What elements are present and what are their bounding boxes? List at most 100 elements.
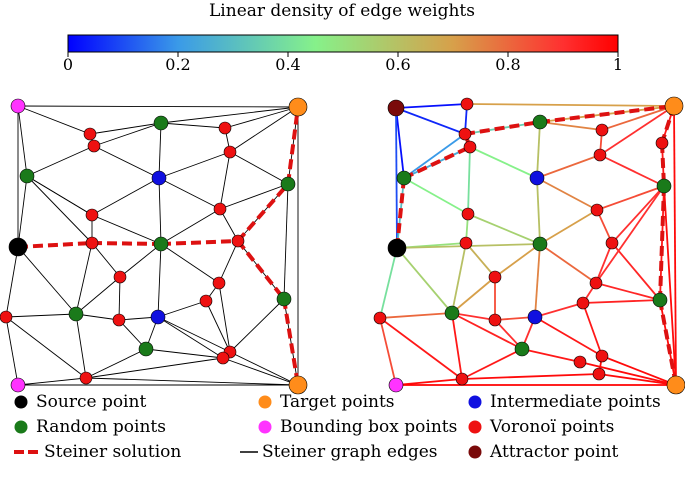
steiner-graph-edge (229, 298, 285, 353)
steiner-graph-edge (17, 175, 28, 248)
weighted-graph-edge (403, 177, 469, 215)
weighted-graph-edge (451, 312, 523, 350)
legend-marker (258, 395, 272, 409)
right-voronoi-point (488, 313, 502, 327)
left-voronoi-point (113, 270, 127, 284)
right-voronoi-point (373, 311, 387, 325)
weighted-graph-edge (379, 312, 453, 319)
steiner-graph-edge (219, 183, 289, 210)
right-voronoi-point (459, 236, 473, 250)
steiner-graph-edge (5, 313, 77, 318)
weighted-graph-edge (395, 103, 468, 109)
legend-item: Random points (14, 417, 166, 437)
left-graph-edges (5, 105, 299, 386)
legend-label: Voronoï points (489, 417, 614, 437)
legend-item: Intermediate points (468, 392, 661, 412)
weighted-graph-edge (536, 121, 541, 179)
legend-item: Steiner graph edges (240, 442, 438, 462)
weighted-graph-edge (494, 243, 541, 278)
legend-marker (468, 445, 482, 459)
steiner-graph-edge (157, 316, 224, 359)
weighted-graph-edge (467, 146, 471, 215)
legend-item: Attractor point (468, 442, 619, 462)
right-voronoi-point (593, 148, 607, 162)
right-voronoi-point (655, 136, 669, 150)
right-voronoi-point (595, 123, 609, 137)
left-intermediate-point (150, 309, 166, 325)
colorbar-tick-label: 1 (613, 55, 623, 74)
right-voronoi-point (592, 367, 606, 381)
left-random-point (153, 115, 169, 131)
left-random-point (138, 341, 154, 357)
steiner-graph-edge (229, 351, 299, 386)
steiner-graph-edge (145, 348, 224, 359)
steiner-graph-edge (218, 282, 231, 353)
weighted-graph-edge (611, 242, 661, 301)
left-voronoi-point (85, 208, 99, 222)
left-random-point (280, 176, 296, 192)
weighted-graph-edge (465, 242, 496, 278)
weighted-graph-edge (663, 185, 677, 386)
right-voronoi-point (605, 236, 619, 250)
steiner-graph-edge (157, 300, 207, 318)
weighted-graph-edge (461, 348, 523, 380)
steiner-graph-edge (26, 175, 93, 216)
steiner-graph-edge (158, 177, 221, 210)
right-graph-edges (379, 103, 677, 386)
steiner-solution-segment (403, 145, 471, 180)
steiner-graph-edge (283, 183, 289, 300)
steiner-graph-edge (93, 145, 160, 179)
right-graph-nodes (373, 96, 685, 395)
legend-item: Target points (258, 392, 395, 412)
right-random-point (656, 178, 672, 194)
weighted-graph-edge (521, 348, 581, 363)
left-voronoi-point (212, 276, 226, 290)
weighted-graph-edge (539, 121, 603, 131)
steiner-graph-edge (160, 122, 226, 129)
steiner-graph-edge (93, 122, 162, 147)
weighted-graph-edge (461, 373, 600, 380)
left-voronoi-point (85, 236, 99, 250)
steiner-graph-edge (5, 246, 19, 318)
weighted-graph-edge (582, 302, 603, 357)
left-random-point (153, 236, 169, 252)
weighted-graph-edge (596, 185, 665, 211)
legend-label: Steiner graph edges (262, 442, 438, 462)
right-attractor-point (387, 99, 405, 117)
steiner-graph-edge (75, 313, 87, 379)
left-voronoi-point (112, 313, 126, 327)
left-intermediate-point (151, 170, 167, 186)
right-voronoi-point (576, 296, 590, 310)
legend-item: Bounding box points (258, 417, 457, 437)
colorbar-tick-label: 0 (63, 55, 73, 74)
weighted-graph-edge (659, 299, 677, 386)
steiner-graph-edge (222, 357, 299, 386)
legend-label: Random points (36, 417, 166, 437)
steiner-graph-edge (160, 106, 299, 124)
weighted-graph-edge (395, 107, 466, 135)
steiner-graph-edge (158, 177, 162, 245)
right-voronoi-point (589, 276, 603, 290)
left-bounding-point (10, 377, 26, 393)
legend-item: Source point (14, 392, 146, 412)
right-intermediate-point (529, 170, 545, 186)
steiner-solution-segment (17, 241, 93, 249)
legend-item: Voronoï points (468, 417, 614, 437)
steiner-solution-segment (539, 104, 675, 124)
right-voronoi-point (458, 127, 472, 141)
legend-label: Target points (280, 392, 395, 412)
colorbar-tick-label: 0.4 (275, 55, 300, 74)
left-voronoi-point (87, 139, 101, 153)
steiner-solution-segment (236, 182, 290, 243)
steiner-graph-edge (75, 276, 121, 315)
right-random-point (532, 236, 548, 252)
right-target-point (664, 96, 684, 116)
steiner-graph-edge (283, 298, 299, 386)
steiner-graph-edge (218, 240, 239, 284)
left-voronoi-point (218, 121, 232, 135)
left-voronoi-point (0, 310, 13, 324)
weighted-graph-edge (451, 312, 463, 380)
left-random-point (68, 306, 84, 322)
weighted-graph-edge (601, 105, 675, 131)
right-voronoi-point (595, 349, 609, 363)
